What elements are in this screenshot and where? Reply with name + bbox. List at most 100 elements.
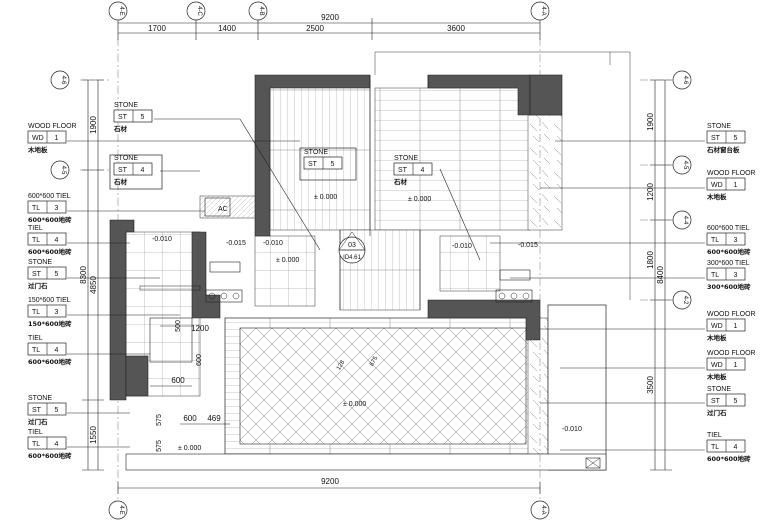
tag-number: 3	[734, 237, 738, 244]
svg-text:4-2: 4-2	[682, 296, 688, 305]
svg-text:4-C: 4-C	[196, 6, 202, 16]
axis-bubble-top-4C: 4-C	[186, 1, 206, 21]
dim-top-total: 9200	[321, 13, 339, 22]
tag-code: ST	[711, 398, 721, 405]
wall-chimney	[125, 355, 149, 397]
tag-number: 5	[734, 135, 738, 142]
wall-left-wing	[109, 219, 135, 401]
tag-title: STONE	[304, 149, 328, 156]
dim-right-inner-2: 1200	[646, 183, 655, 201]
dim-top-seg-4: 3600	[447, 24, 465, 33]
tag-code: ST	[711, 135, 721, 142]
axis-bubble-right-42: 4-2	[672, 290, 692, 310]
tag-title: STONE	[707, 386, 731, 393]
level-m015-b: -0.015	[518, 242, 538, 249]
dim-int-600-v: 600	[196, 354, 203, 366]
tag-code: WD	[711, 182, 723, 189]
axis-bubble-bottom-4A: 4-A	[530, 500, 550, 520]
level-zero-c: ± 0.000	[343, 401, 366, 408]
svg-text:4-E: 4-E	[118, 6, 124, 15]
tag-number: 4	[55, 237, 59, 244]
axis-bubble-right-45: 4-5	[672, 155, 692, 175]
tag-title: WOOD FLOOR	[707, 311, 756, 318]
tag-code: ST	[32, 407, 42, 414]
dim-int-675: 675	[369, 355, 380, 367]
tag-code: TL	[711, 272, 719, 279]
tag-description: 300*600地砖	[707, 282, 751, 291]
tag-number: 4	[421, 167, 425, 174]
wall-column-top-right	[529, 74, 563, 116]
svg-text:4-B: 4-B	[258, 6, 264, 15]
dim-right-outer: 8400	[656, 266, 665, 284]
tag-title: 600*600 TIEL	[707, 225, 750, 232]
dim-int-600-h2: 600	[183, 414, 197, 423]
tag-code: TL	[32, 237, 40, 244]
leader-lines	[67, 118, 705, 451]
level-m015-a: -0.015	[226, 240, 246, 247]
section-marker-top: 03	[348, 242, 356, 249]
axis-bubble-left-46: 4-6	[50, 70, 70, 90]
tag-title: WOOD FLOOR	[707, 170, 756, 177]
tag-number: 5	[734, 398, 738, 405]
dim-int-500: 500	[175, 320, 182, 332]
dim-top-seg-1: 1700	[148, 24, 166, 33]
tag-number: 3	[55, 205, 59, 212]
tag-description: 600*600地砖	[28, 357, 72, 366]
tag-title: 150*600 TIEL	[28, 297, 71, 304]
tag-title: STONE	[28, 395, 52, 402]
level-m010-c: -0.010	[452, 243, 472, 250]
dim-top-seg-2: 1400	[218, 24, 236, 33]
tag-number: 4	[55, 441, 59, 448]
level-m010-d: -0.010	[562, 426, 582, 433]
axis-bubble-right-46: 4-6	[672, 70, 692, 90]
tag-code: WD	[32, 135, 44, 142]
right-stone-strip	[527, 114, 563, 231]
tag-description: 150*600地砖	[28, 319, 72, 328]
tag-title: TIEL	[28, 335, 43, 342]
level-zero-e: ± 0.000	[276, 257, 299, 264]
tag-code: TL	[32, 441, 40, 448]
tag-description: 木地板	[706, 372, 727, 381]
dim-int-575-1: 575	[156, 414, 163, 426]
floor-finishes	[125, 79, 607, 471]
tag-title: 600*600 TIEL	[28, 193, 71, 200]
tag-number: 5	[55, 271, 59, 278]
tag-code: ST	[118, 114, 128, 121]
site-outline	[374, 51, 631, 300]
dim-left-inner-2: 4850	[89, 276, 98, 294]
tag-number: 5	[55, 407, 59, 414]
svg-text:4-E: 4-E	[118, 505, 124, 514]
axis-bubble-top-4A: 4-A	[530, 1, 550, 21]
axis-bubble-left-45: 4-5	[50, 160, 70, 180]
right-bath-tile	[439, 235, 501, 292]
dim-int-600-h1: 600	[171, 376, 185, 385]
tag-number: 3	[734, 272, 738, 279]
tag-description: 石材	[393, 177, 408, 186]
tag-number: 5	[331, 161, 335, 168]
tag-number: 1	[734, 362, 738, 369]
tag-title: STONE	[114, 102, 138, 109]
level-marks: ± 0.000 ± 0.000 ± 0.000 ± 0.000 ± 0.000 …	[152, 194, 582, 452]
level-m010-b: -0.010	[263, 240, 283, 247]
tag-code: TL	[711, 444, 719, 451]
tag-number: 1	[734, 323, 738, 330]
tag-title: STONE	[114, 155, 138, 162]
section-marker: 03 ID4.61	[338, 231, 366, 264]
dim-left-outer: 8300	[79, 266, 88, 284]
axis-bubble-bottom-4E: 4-E	[108, 500, 128, 520]
dim-int-128: 128	[336, 359, 347, 371]
